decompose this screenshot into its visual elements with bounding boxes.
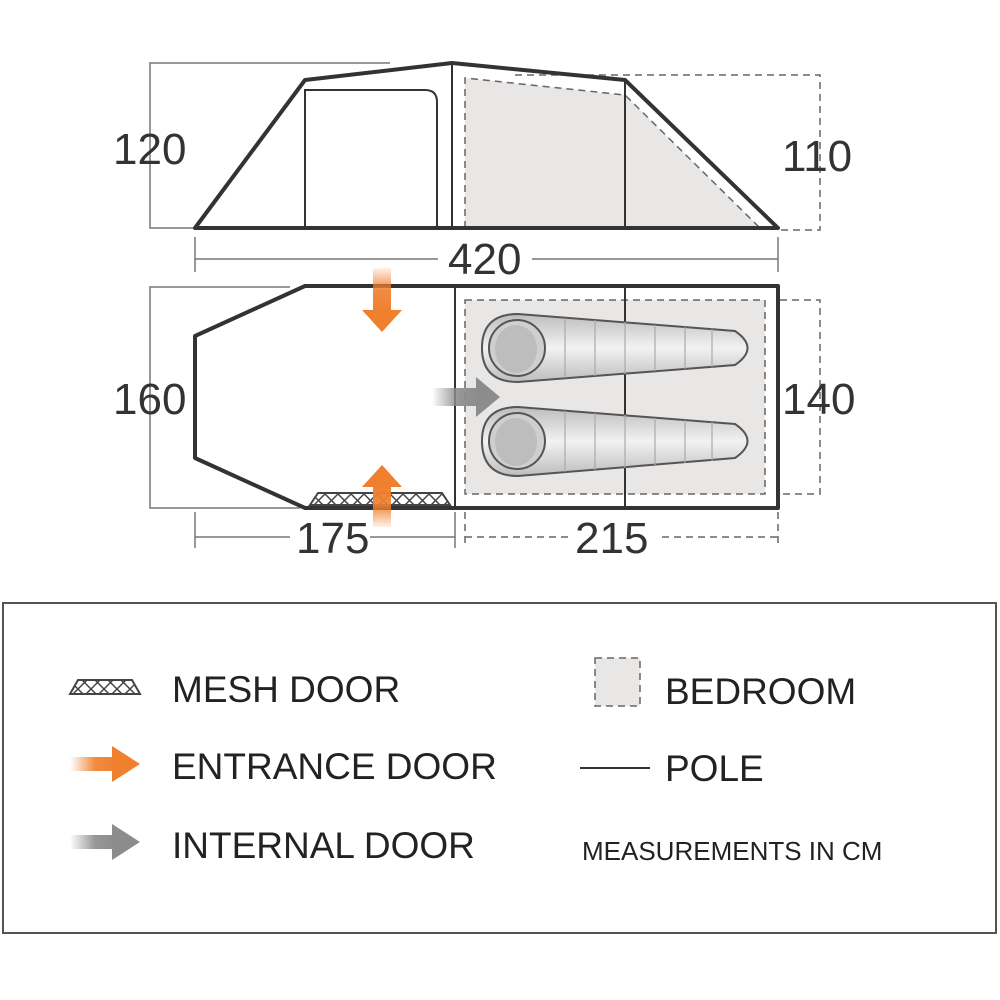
front-width-bracket [149, 286, 300, 509]
bottom-dimensions [194, 512, 779, 548]
legend-entrance-arrow-icon [70, 746, 140, 782]
sleeping-bag-upper [480, 312, 749, 384]
legend-internal-arrow-icon [70, 824, 140, 860]
label-rear-height: 110 [782, 132, 853, 181]
front-height-bracket [149, 62, 390, 229]
label-bedroom-length: 215 [575, 514, 649, 563]
side-elevation [149, 61, 821, 231]
legend-pole-label: POLE [665, 748, 764, 789]
entrance-arrow-bottom [362, 465, 402, 527]
bedroom-width-bracket [780, 299, 821, 495]
legend-mesh-icon [68, 679, 142, 695]
side-profile-outline [193, 61, 780, 230]
label-front-width: 160 [113, 375, 187, 424]
legend-entrance-door-label: ENTRANCE DOOR [172, 746, 497, 787]
side-bedroom-fill [465, 78, 760, 228]
label-front-height: 120 [113, 125, 187, 174]
plan-footprint-outline [193, 284, 780, 510]
label-porch-length: 175 [296, 514, 370, 563]
total-length-dimension [194, 237, 779, 272]
rear-height-bracket [515, 74, 821, 231]
legend-box [2, 602, 997, 934]
entrance-arrow-top [362, 268, 402, 332]
label-bedroom-width: 140 [782, 375, 856, 424]
legend-measurements-note: MEASUREMENTS IN CM [582, 836, 883, 866]
porch-door-panel [304, 89, 438, 228]
legend-internal-door-label: INTERNAL DOOR [172, 825, 475, 866]
internal-arrow [432, 377, 500, 417]
legend-bedroom-label: BEDROOM [665, 671, 857, 712]
legend-mesh-door-label: MESH DOOR [172, 669, 401, 710]
sleeping-bag-lower [480, 405, 749, 478]
side-bedroom-dashed [464, 77, 761, 229]
label-total-length: 420 [448, 235, 522, 284]
legend-bedroom-icon [594, 657, 641, 707]
